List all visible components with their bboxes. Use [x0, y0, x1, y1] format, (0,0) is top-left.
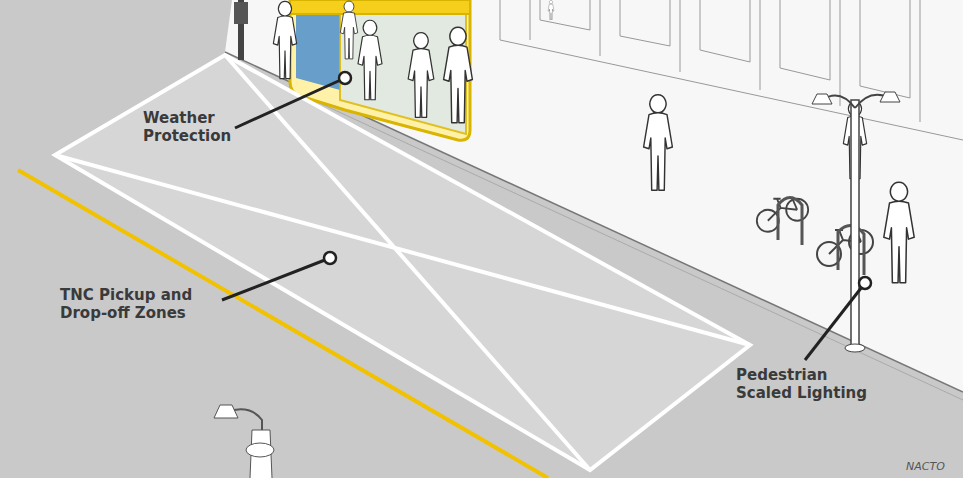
callout-label: Pedestrian Scaled Lighting: [736, 366, 876, 402]
pedestrian-lamp: [812, 92, 900, 352]
leader-lines: [222, 72, 871, 360]
building: [500, 0, 963, 140]
sign-box: [234, 2, 248, 24]
callout-label: TNC Pickup and Drop-off Zones: [60, 286, 210, 322]
road-lamp: [214, 405, 274, 478]
source-credit: NACTO: [906, 458, 963, 476]
callout-label: Weather Protection: [143, 109, 243, 145]
center-line: [18, 170, 548, 478]
tnc-zone: [55, 55, 750, 470]
